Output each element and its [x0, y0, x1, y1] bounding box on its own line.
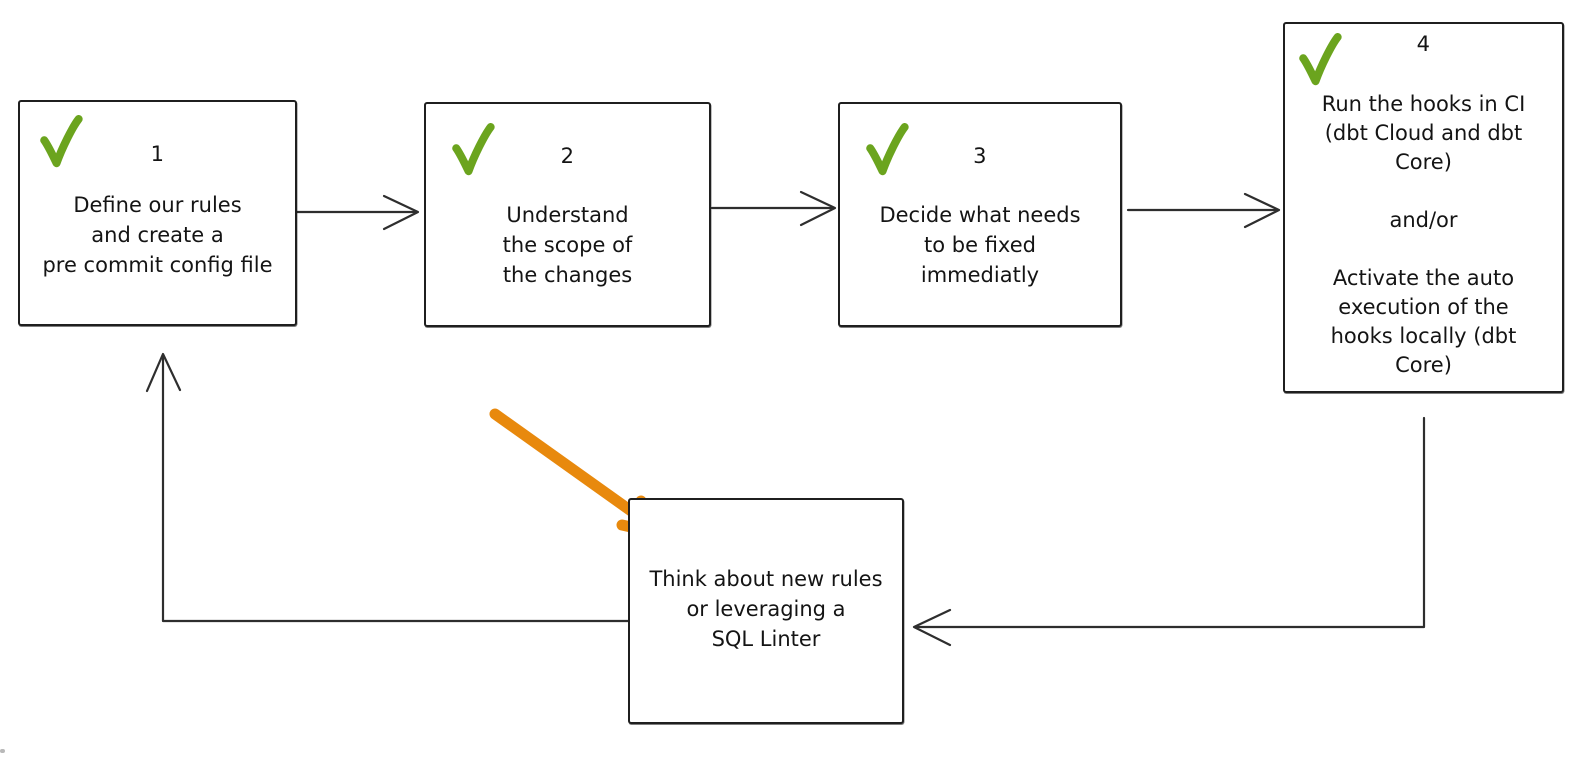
step-text-line: (dbt Cloud and dbt — [1324, 121, 1523, 145]
arrow-step4-to-loop-box — [912, 416, 1426, 647]
arrow-loop-box-to-step1 — [145, 352, 630, 623]
step-box-2: 2 Understand the scope of the changes — [424, 102, 711, 327]
step-text-line: immediatly — [920, 263, 1040, 287]
step-text-line: execution of the — [1338, 295, 1509, 319]
step-text-line: Think about new rules — [649, 567, 883, 591]
step-box-4: 4 Run the hooks in CI (dbt Cloud and dbt… — [1283, 22, 1564, 393]
step-text-line: Understand — [506, 203, 629, 227]
step-text-line: Core) — [1395, 150, 1452, 174]
step-box-3: 3 Decide what needs to be fixed immediat… — [838, 102, 1122, 327]
loop-box-new-rules: Think about new rules or leveraging a SQ… — [628, 498, 904, 724]
step-text-line: Decide what needs — [879, 203, 1081, 227]
step-text-spacer — [1285, 177, 1562, 206]
step-text-line: SQL Linter — [711, 627, 821, 651]
step-number: 4 — [1416, 32, 1431, 56]
arrow-step3-to-step4 — [1126, 192, 1281, 229]
step-text-line: Core) — [1395, 353, 1452, 377]
step-text-line: and/or — [1389, 208, 1458, 232]
canvas-speck — [0, 749, 5, 753]
step-number: 1 — [150, 142, 165, 166]
step-text-line: the scope of — [502, 233, 633, 257]
step-number: 2 — [560, 144, 575, 168]
arrow-step1-to-step2 — [295, 194, 420, 231]
step-text-line: the changes — [502, 263, 633, 287]
step-text-line: to be fixed — [924, 233, 1036, 257]
step-text-line: Run the hooks in CI — [1321, 92, 1526, 116]
arrow-step2-to-step3 — [710, 190, 837, 227]
step-text-line: hooks locally (dbt — [1330, 324, 1517, 348]
step-number: 3 — [973, 144, 987, 168]
step-text-line: Activate the auto — [1332, 266, 1515, 290]
step-text-line: pre commit config file — [42, 253, 273, 277]
step-text-line: Define our rules — [73, 193, 242, 217]
step-box-1: 1 Define our rules and create a pre comm… — [18, 100, 297, 326]
step-text-line: and create a — [91, 223, 224, 247]
step-text-spacer — [1285, 235, 1562, 264]
step-text-line: or leveraging a — [686, 597, 846, 621]
